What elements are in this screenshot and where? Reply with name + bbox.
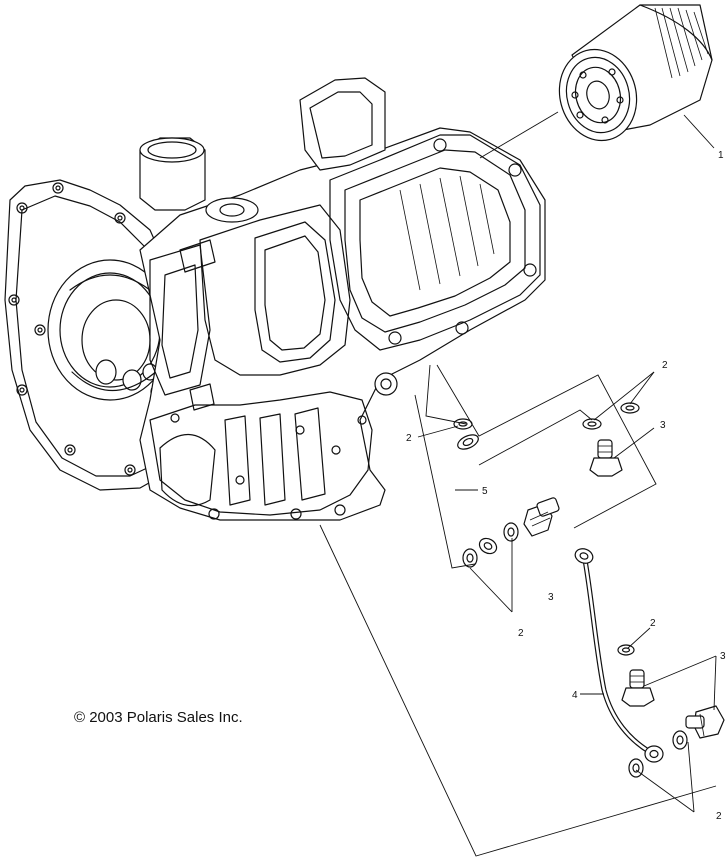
oil-filter [558, 4, 713, 142]
leader-lines [319, 364, 717, 857]
callout-bolt-middle: 3 [548, 592, 554, 603]
callout-washers-bottom: 2 [716, 811, 722, 822]
callout-bolt-top-right: 3 [660, 420, 666, 431]
callout-bolts-right: 3 [720, 651, 726, 662]
callout-tube-lower: 4 [572, 690, 578, 701]
callout-labels: 1 2 2 3 5 3 2 2 3 4 2 [406, 150, 726, 822]
callout-oil-filter: 1 [718, 150, 724, 161]
engine-crankcase [4, 77, 546, 521]
callout-washers-top-right: 2 [662, 360, 668, 371]
oil-tube-lower [574, 548, 664, 763]
callout-washer-right: 2 [650, 618, 656, 629]
oil-tube-upper [441, 434, 498, 555]
callout-washers-lower-left: 2 [518, 628, 524, 639]
callout-tube-upper: 5 [482, 486, 488, 497]
copyright-notice: © 2003 Polaris Sales Inc. [74, 709, 243, 726]
banjo-bolts [523, 439, 725, 739]
callout-washer-top-left: 2 [406, 433, 412, 444]
